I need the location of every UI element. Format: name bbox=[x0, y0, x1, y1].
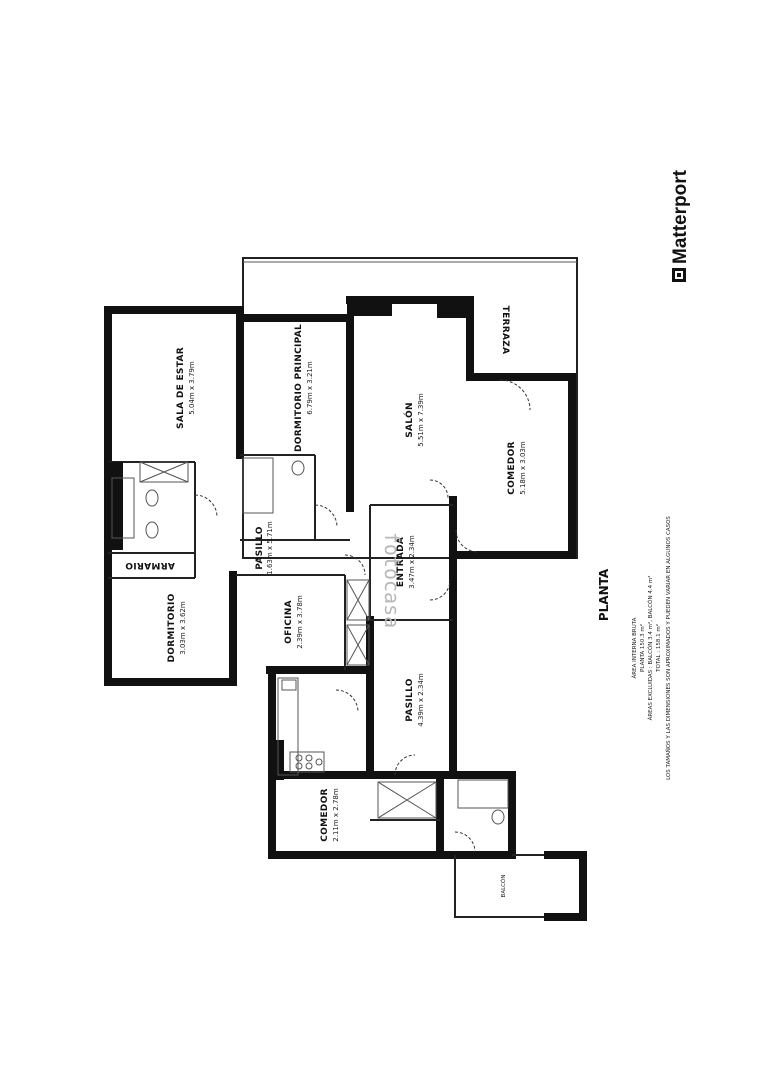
room-pasillo-upper: PASILLO 1.63m x 5.71m bbox=[255, 521, 274, 575]
matterport-logo: Matterport bbox=[670, 169, 691, 282]
watermark-text: fotocasa bbox=[380, 532, 404, 628]
room-dimensions: 5.04m x 3.79m bbox=[188, 361, 196, 415]
room-name: SALÓN bbox=[403, 402, 415, 438]
room-name: PASILLO bbox=[255, 526, 265, 570]
room-name: DORMITORIO bbox=[167, 593, 177, 662]
room-balcon: BALCÓN bbox=[500, 875, 507, 898]
column-block bbox=[347, 296, 392, 316]
room-comedor: COMEDOR 5.18m x 3.03m bbox=[507, 441, 527, 495]
room-name: ARMARIO bbox=[125, 560, 175, 570]
bathroom-fixtures bbox=[111, 457, 509, 825]
room-dimensions: 5.51m x 7.39m bbox=[417, 393, 425, 447]
kitchen-fixtures bbox=[277, 677, 325, 776]
area-line-3: ÁREAS EXCLUIDAS : BALCÓN 3.4 m², BALCÓN … bbox=[647, 576, 654, 721]
room-oficina: OFICINA 2.39m x 3.78m bbox=[284, 595, 304, 649]
area-line-4: TOTAL : 158.1 m² bbox=[655, 624, 662, 673]
area-line-5: LOS TAMAÑOS Y LAS DIMENSIONES SON APROXI… bbox=[665, 516, 672, 780]
room-salon: SALÓN 5.51m x 7.39m bbox=[403, 393, 425, 447]
room-name: COMEDOR bbox=[507, 441, 517, 495]
room-comedor-small: COMEDOR 2.11m x 2.78m bbox=[320, 788, 340, 842]
room-dimensions: 2.39m x 3.78m bbox=[296, 595, 304, 649]
area-line-1: ÁREA INTERNA BRUTA bbox=[631, 617, 638, 678]
closets bbox=[346, 579, 437, 819]
room-name: SALA DE ESTAR bbox=[176, 347, 186, 429]
door-swings bbox=[194, 379, 531, 853]
room-dimensions: 1.63m x 5.71m bbox=[266, 521, 274, 575]
room-pasillo-lower: PASILLO 4.39m x 2.34m bbox=[405, 673, 425, 727]
room-name: BALCÓN bbox=[500, 875, 507, 898]
room-name: COMEDOR bbox=[320, 788, 330, 842]
room-dimensions: 4.39m x 2.34m bbox=[417, 673, 425, 727]
room-entrada: ENTRADA 3.47m x 2.34m bbox=[396, 535, 416, 589]
plan-title: PLANTA bbox=[597, 568, 611, 621]
room-name: DORMITORIO PRINCIPAL bbox=[294, 324, 304, 452]
watermark: fotocasa bbox=[380, 532, 404, 628]
room-dormitorio-principal: DORMITORIO PRINCIPAL 6.79m x 3.21m bbox=[294, 324, 314, 452]
room-name: OFICINA bbox=[284, 600, 294, 644]
brand-name: Matterport bbox=[670, 169, 691, 264]
area-line-2: PLANTA 150.3 m² bbox=[639, 624, 646, 672]
room-armario: ARMARIO bbox=[125, 560, 175, 570]
room-name: PASILLO bbox=[405, 678, 415, 722]
column-block bbox=[105, 462, 123, 550]
room-terraza: TERRAZA bbox=[500, 306, 510, 355]
room-dimensions: 5.18m x 3.03m bbox=[519, 441, 527, 495]
room-name: ENTRADA bbox=[396, 537, 406, 587]
room-dimensions: 6.79m x 3.21m bbox=[306, 361, 314, 415]
room-dimensions: 2.11m x 2.78m bbox=[332, 788, 340, 842]
plan-title-text: PLANTA bbox=[597, 568, 611, 621]
room-dimensions: 3.03m x 3.62m bbox=[179, 601, 187, 655]
room-sala: SALA DE ESTAR 5.04m x 3.79m bbox=[176, 347, 196, 429]
room-dormitorio: DORMITORIO 3.03m x 3.62m bbox=[167, 593, 187, 662]
area-summary: ÁREA INTERNA BRUTA PLANTA 150.3 m² ÁREAS… bbox=[631, 516, 672, 780]
room-name: TERRAZA bbox=[500, 306, 510, 355]
room-dimensions: 3.47m x 2.34m bbox=[408, 535, 416, 589]
column-block bbox=[437, 296, 470, 318]
